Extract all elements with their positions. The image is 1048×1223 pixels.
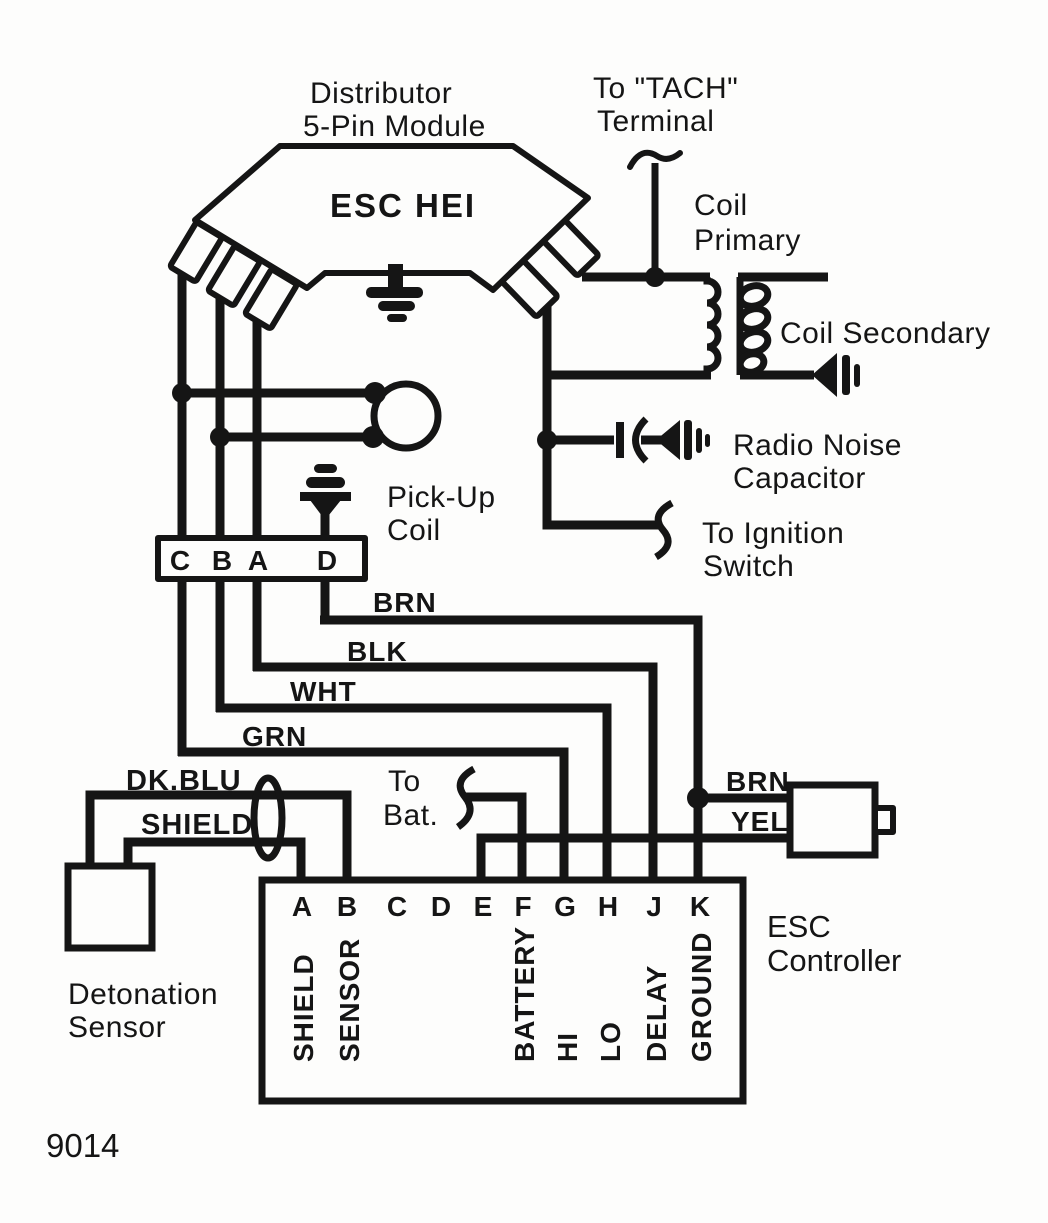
junction-dot [172, 383, 192, 403]
detonation-label-line2: Sensor [68, 1011, 166, 1044]
wire-label-dk-blu: DK.BLU [126, 765, 242, 797]
detonation-label-line1: Detonation [68, 978, 218, 1011]
terminal-k: K [690, 891, 710, 922]
wire-label-brn-right: BRN [726, 766, 790, 797]
function-hi: HI [552, 1032, 583, 1062]
coil-primary-winding [703, 277, 722, 375]
ignition-switch-break-icon [654, 499, 674, 561]
terminal-h: H [598, 891, 618, 922]
terminal-j: J [646, 891, 662, 922]
function-lo: LO [595, 1021, 626, 1062]
wire-label-yel: YEL [731, 806, 788, 837]
capacitor-ground-icon [656, 420, 710, 460]
function-delay: DELAY [641, 965, 672, 1062]
connector-pin-c: C [170, 545, 190, 576]
function-ground: GROUND [686, 932, 717, 1062]
wire-dk-blu [85, 790, 352, 884]
connector-pin-a: A [248, 545, 268, 576]
tach-label-line1: To "TACH" [593, 72, 738, 105]
function-sensor: SENSOR [334, 938, 365, 1062]
esc-controller: A B C D E F G H J K SHIELD SENSOR BATTER… [258, 876, 747, 1105]
detonation-sensor-box [64, 862, 156, 952]
terminal-e: E [474, 891, 493, 922]
labels: Distributor 5-Pin Module To "TACH" Termi… [46, 72, 990, 1164]
coil-primary-label-line2: Primary [694, 224, 801, 257]
controller-terminal-letters: A B C D E F G H J K [292, 891, 710, 922]
connector-box [155, 535, 368, 582]
terminal-a: A [292, 891, 312, 922]
junction-dot [687, 787, 709, 809]
junction-dot [210, 427, 230, 447]
wire-to-bat [466, 792, 527, 884]
function-battery: BATTERY [509, 926, 540, 1062]
capacitor-label-line1: Radio Noise [733, 429, 902, 462]
module-label: ESC HEI [330, 187, 476, 224]
capacitor-plate-flat [616, 422, 624, 458]
ignition-label-line1: To Ignition [702, 517, 844, 550]
coil-primary-label-line1: Coil [694, 189, 748, 222]
wire-yel-run [476, 833, 794, 884]
pickup-coil-circle [370, 380, 442, 452]
wire-label-brn: BRN [373, 587, 437, 618]
pickup-label-line2: Coil [387, 514, 441, 547]
terminal-b: B [337, 891, 357, 922]
tach-label-line2: Terminal [597, 105, 714, 138]
wire-label-blk: BLK [347, 636, 408, 667]
connector-pin-d: D [317, 545, 337, 576]
pickup-connector-icon [300, 464, 351, 520]
terminal-d: D [431, 891, 451, 922]
battery-break-icon [455, 765, 476, 830]
junction-dot [364, 382, 386, 404]
terminal-c: C [387, 891, 407, 922]
coil-secondary-label: Coil Secondary [780, 317, 990, 350]
capacitor-label-line2: Capacitor [733, 462, 866, 495]
figure-number: 9014 [46, 1127, 119, 1164]
wire-blk-run [253, 662, 658, 884]
terminal-f: F [514, 891, 531, 922]
junction-dot [645, 267, 665, 287]
tach-hook-icon [627, 149, 683, 170]
connector-pin-b: B [212, 545, 232, 576]
coil-secondary-ground-icon [812, 353, 860, 397]
distributor-title-line1: Distributor [310, 77, 452, 110]
junction-dot [537, 430, 557, 450]
battery-label-line2: Bat. [383, 799, 438, 832]
pickup-label-line1: Pick-Up [387, 481, 496, 514]
shield-ellipse-icon [250, 774, 286, 862]
controller-pin-functions: SHIELD SENSOR BATTERY HI LO DELAY GROUND [288, 926, 717, 1062]
distributor-connector: C B A D [155, 535, 368, 582]
esc-module-nub [872, 805, 896, 835]
function-shield: SHIELD [288, 953, 319, 1062]
junction-dot [362, 426, 384, 448]
esc-controller-box [258, 876, 747, 1105]
tach-terminal [627, 149, 683, 287]
wire-wht-run [216, 703, 612, 884]
module-ground-icon [366, 264, 423, 322]
wire-label-shield: SHIELD [141, 809, 253, 841]
coil-secondary-loops [736, 282, 772, 376]
distributor-module: ESC HEI [167, 143, 601, 331]
radio-noise-capacitor [537, 416, 710, 464]
wire-runs [85, 163, 828, 884]
esc-module-body [786, 781, 879, 859]
pickup-coil [172, 380, 442, 520]
wire-shield [123, 837, 306, 884]
terminal-g: G [554, 891, 576, 922]
distributor-title-line2: 5-Pin Module [303, 110, 486, 143]
controller-name-line1: ESC [767, 909, 831, 944]
ignition-label-line2: Switch [703, 550, 794, 583]
module-body [192, 143, 591, 293]
capacitor-plate-curved [632, 416, 649, 464]
controller-name-line2: Controller [767, 943, 901, 978]
wire-label-grn: GRN [242, 721, 307, 752]
battery-label-line1: To [388, 765, 421, 798]
wire-label-wht: WHT [290, 676, 357, 707]
esc-module-box [786, 781, 896, 859]
wire-ignition-run [542, 305, 658, 530]
